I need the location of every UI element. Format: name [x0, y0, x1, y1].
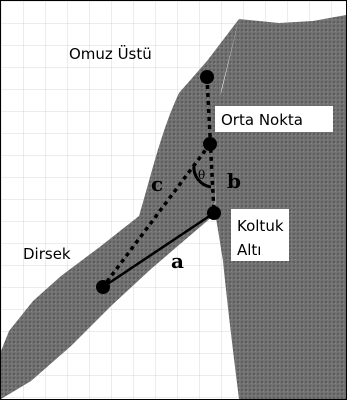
omuz-ustu-point [200, 70, 214, 84]
segment-c-label: c [151, 172, 163, 196]
omuz-ustu-label: Omuz Üstü [69, 44, 152, 63]
orta-nokta-label: Orta Nokta [221, 111, 303, 129]
torso-silhouette [215, 15, 346, 399]
dirsek-label: Dirsek [23, 245, 71, 263]
segment-b-label: b [227, 169, 241, 193]
segment-a-label: a [171, 249, 184, 273]
koltuk-alti-label-line2: Altı [237, 241, 261, 259]
angle-symbol: θ [198, 168, 205, 182]
koltuk-alti-point [207, 206, 221, 220]
dirsek-point [96, 280, 110, 294]
koltuk-alti-label-line1: Koltuk [237, 217, 284, 235]
orta-nokta-point [203, 137, 217, 151]
